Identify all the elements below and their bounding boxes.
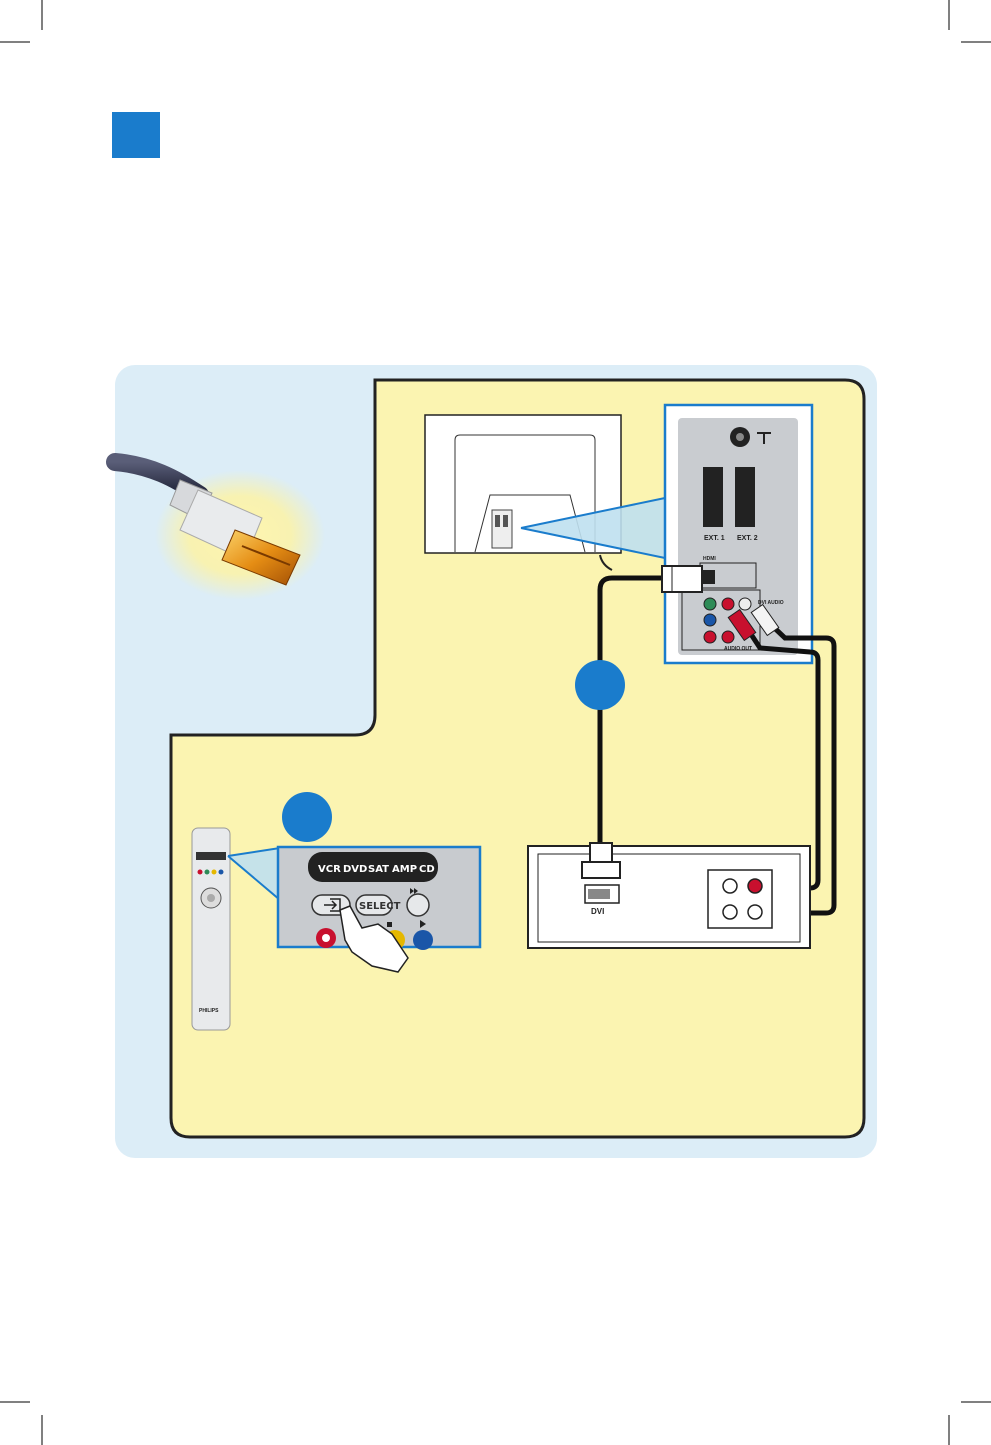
dvi-label: DVI bbox=[591, 907, 604, 916]
source-icon bbox=[324, 898, 341, 912]
dvi-audio-label: DVI AUDIO bbox=[758, 600, 784, 606]
play-icon bbox=[420, 920, 426, 928]
select-label: SELECT bbox=[359, 901, 401, 912]
cables bbox=[597, 554, 837, 921]
hdmi-plug-image bbox=[106, 453, 325, 600]
audio-out-label: AUDIO OUT bbox=[724, 646, 752, 652]
step-marker-cable bbox=[575, 660, 625, 710]
mode-button-sat[interactable]: SAT bbox=[368, 864, 389, 875]
hdmi-dvi-cable bbox=[597, 575, 665, 845]
remote-brand: PHILIPS bbox=[199, 1008, 219, 1014]
audio-cable-red bbox=[742, 623, 821, 891]
scart-ext1 bbox=[703, 467, 723, 527]
fast-forward-icon bbox=[410, 888, 418, 894]
mode-button-amp[interactable]: AMP bbox=[392, 864, 417, 875]
hand-pointer bbox=[339, 905, 409, 973]
remote-control: PHILIPS bbox=[191, 827, 281, 1031]
step-marker-remote bbox=[282, 792, 332, 842]
audio-cable-white bbox=[764, 618, 837, 916]
ext2-label: EXT. 2 bbox=[737, 535, 758, 542]
source-device: DVI bbox=[527, 842, 811, 949]
hdmi-port bbox=[703, 570, 715, 584]
remote-zoom: VCR DVD SAT AMP CD SELECT bbox=[276, 845, 482, 973]
mode-button-vcr[interactable]: VCR bbox=[318, 864, 341, 875]
mode-button-dvd[interactable]: DVD bbox=[343, 864, 367, 875]
blue-button[interactable] bbox=[413, 930, 433, 950]
forward-button[interactable] bbox=[406, 893, 430, 917]
hdmi-label: HDMI bbox=[703, 556, 716, 562]
mode-button-cd[interactable]: CD bbox=[419, 864, 435, 875]
record-icon bbox=[322, 934, 330, 942]
select-button[interactable] bbox=[355, 894, 393, 916]
ext1-label: EXT. 1 bbox=[704, 535, 725, 542]
tv-rear-view bbox=[424, 414, 666, 559]
scart-ext2 bbox=[735, 467, 755, 527]
hdmi-plug bbox=[661, 565, 703, 593]
step-marker-square bbox=[112, 112, 160, 158]
stop-icon bbox=[387, 922, 392, 927]
